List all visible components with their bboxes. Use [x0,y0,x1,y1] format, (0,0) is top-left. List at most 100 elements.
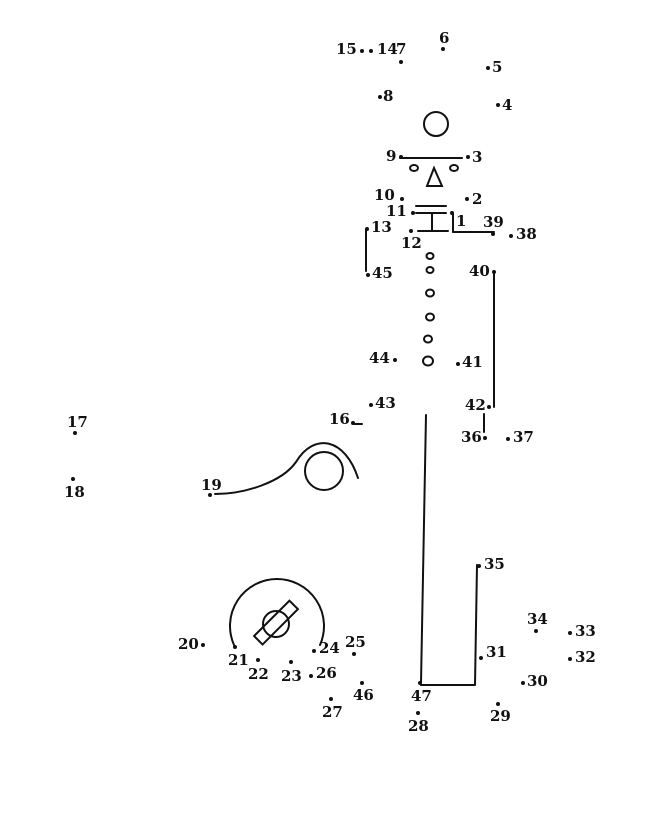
point-label: 36 [461,428,482,446]
point-label: 8 [383,87,393,105]
point-label: 46 [353,686,374,704]
point-40: 40 [469,262,496,280]
point-label: 14 [377,40,398,58]
point-label: 15 [336,40,357,58]
point-35: 35 [477,555,505,573]
point-33: 33 [568,622,596,640]
point-10: 10 [374,186,404,204]
point-label: 2 [472,190,482,208]
point-22: 22 [248,658,269,683]
point-47: 47 [411,681,432,705]
point-label: 22 [248,665,269,683]
point-label: 34 [527,610,548,628]
point-label: 18 [64,483,85,501]
point-label: 43 [375,394,396,412]
point-label: 39 [483,213,504,231]
right-leg-line [474,564,478,686]
point-11: 11 [386,202,415,220]
point-label: 11 [386,202,407,220]
point-5: 5 [486,58,502,76]
point-31: 31 [479,643,507,661]
point-9: 9 [386,147,403,165]
point-21: 21 [228,645,249,669]
point-45: 45 [366,264,393,282]
point-label: 44 [369,349,390,367]
point-12: 12 [401,229,422,252]
point-label: 27 [322,703,343,721]
point-27: 27 [322,697,343,721]
point-17: 17 [67,413,88,435]
point-label: 4 [502,96,512,114]
right-eye [449,164,459,172]
point-7: 7 [396,40,406,64]
point-label: 6 [439,29,449,47]
point-6: 6 [439,29,449,51]
point-2: 2 [465,190,482,208]
point-3: 3 [466,148,482,166]
point-label: 29 [490,707,511,725]
point-1: 1 [450,211,466,230]
point-39: 39 [483,213,504,236]
point-label: 32 [575,648,596,666]
point-label: 33 [575,622,596,640]
point-label: 16 [329,410,350,428]
point-label: 26 [316,664,337,682]
point-label: 7 [396,40,406,58]
point-8: 8 [378,87,393,105]
point-24: 24 [312,639,340,657]
point-label: 37 [513,428,534,446]
point-46: 46 [353,681,374,704]
coat-buttons [422,252,435,367]
point-38: 38 [509,225,537,243]
point-label: 35 [484,555,505,573]
point-label: 9 [386,147,396,165]
point-label: 41 [462,353,483,371]
point-14: 14 [369,40,398,58]
line-art [214,111,495,686]
point-label: 30 [527,672,548,690]
center-hub [262,610,290,638]
point-label: 23 [281,667,302,685]
point-label: 21 [228,651,249,669]
point-36: 36 [461,428,487,446]
point-label: 10 [374,186,395,204]
point-26: 26 [309,664,337,682]
point-13: 13 [365,218,392,236]
point-label: 47 [411,687,432,705]
point-19: 19 [201,476,222,497]
point-4: 4 [496,96,512,114]
cape-curve [214,442,359,495]
point-label: 24 [319,639,340,657]
point-label: 17 [67,413,88,431]
point-30: 30 [521,672,548,690]
point-20: 20 [178,635,205,653]
point-15: 15 [336,40,364,58]
point-29: 29 [490,702,511,725]
left-eye [409,164,419,172]
point-34: 34 [527,610,548,633]
point-label: 40 [469,262,490,280]
point-41: 41 [456,353,483,371]
point-label: 31 [486,643,507,661]
point-label: 5 [492,58,502,76]
point-label: 25 [345,633,366,651]
point-label: 45 [372,264,393,282]
point-label: 42 [465,396,486,414]
point-label: 12 [401,234,422,252]
point-label: 28 [408,717,429,735]
nose-triangle [425,165,444,187]
head-eye-circle [423,111,449,137]
point-42: 42 [465,396,491,414]
point-16: 16 [329,410,363,428]
point-37: 37 [506,428,534,446]
center-leg-line [420,414,427,684]
point-label: 20 [178,635,199,653]
point-label: 3 [472,148,482,166]
lower-arc [229,578,325,646]
wheel-circle [304,451,344,491]
point-label: 1 [456,212,466,230]
point-32: 32 [568,648,596,666]
point-43: 43 [369,394,396,412]
numbered-points: 1 2 3 4 5 6 7 8 9 10 11 12 13 14 15 16 1… [64,29,596,735]
